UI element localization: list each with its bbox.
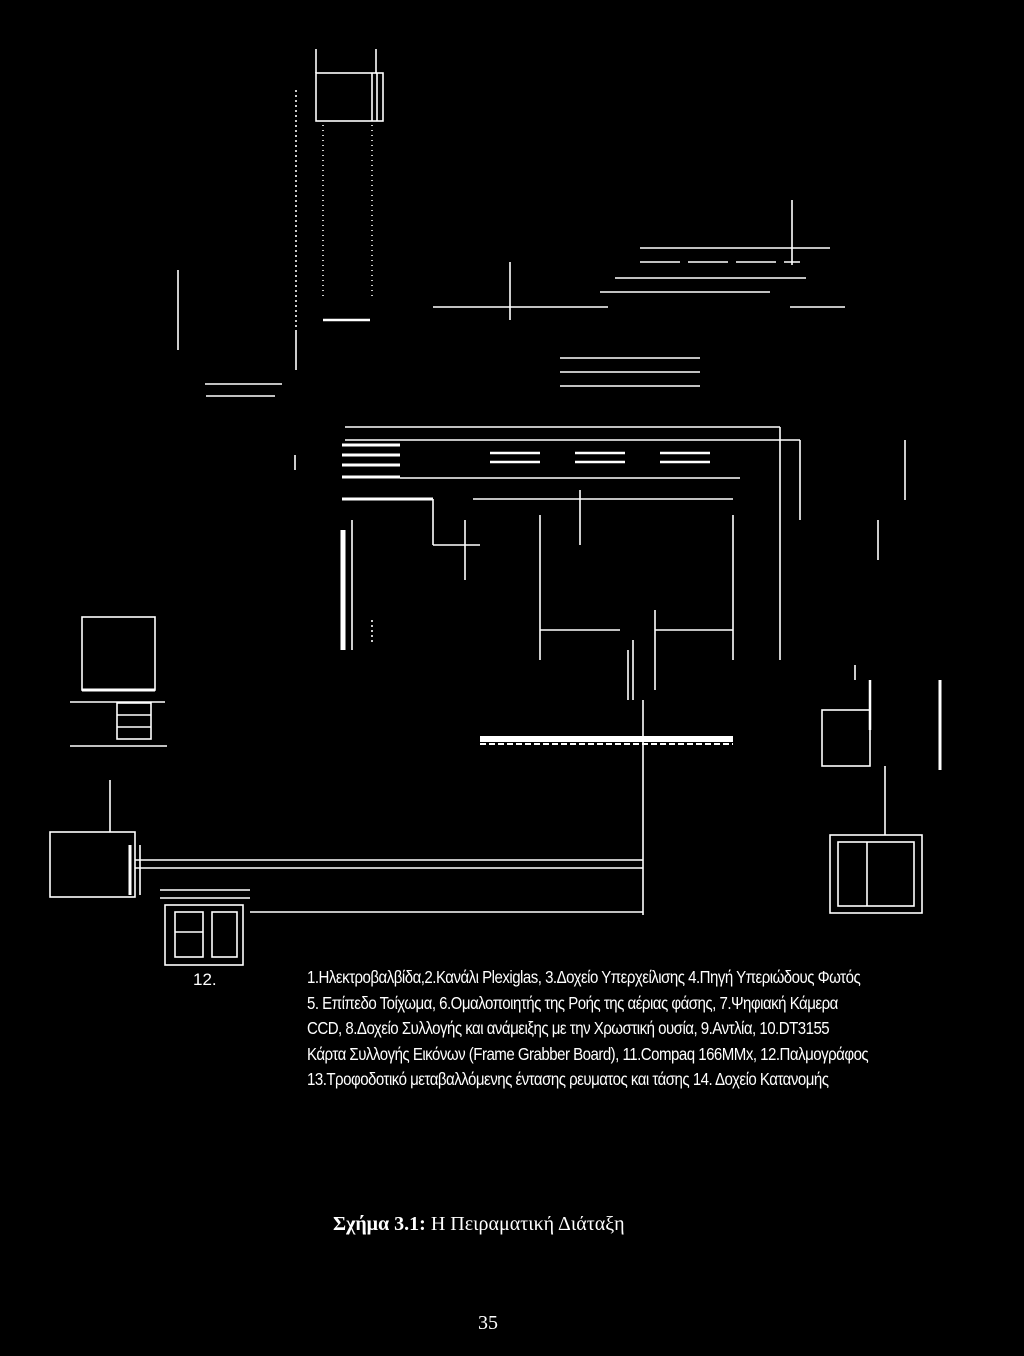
legend-line: CCD, 8.Δοχείο Συλλογής και ανάμειξης με … <box>307 1018 830 1038</box>
legend-line: Κάρτα Συλλογής Εικόνων (Frame Grabber Bo… <box>307 1043 869 1064</box>
flat-wall <box>340 490 581 650</box>
caption-text: Η Πειραματική Διάταξη <box>425 1213 625 1235</box>
experimental-setup-diagram <box>49 49 942 966</box>
pump <box>821 520 942 835</box>
caption-prefix: Σχήμα 3.1: <box>333 1213 426 1235</box>
legend-line: 13.Τροφοδοτικό μεταβαλλόμενης έντασης ρε… <box>307 1069 829 1089</box>
figure-item-number: 12. <box>193 970 217 989</box>
collection-tank <box>480 515 734 915</box>
distribution-tank <box>829 834 923 914</box>
gas-flow-manifold <box>433 200 845 387</box>
overflow-tank-outline <box>177 270 282 397</box>
figure-legend: 1.Ηλεκτροβαλβίδα,2.Κανάλι Plexiglas, 3.Δ… <box>307 965 869 1093</box>
figure-caption: Σχήμα 3.1: Η Πειραματική Διάταξη <box>333 1213 625 1236</box>
solenoid-valve <box>295 49 384 370</box>
plexiglas-channel <box>294 426 906 660</box>
power-supply <box>160 889 643 966</box>
legend-line: 5. Επίπεδο Τοίχωμα, 6.Ομαλοποιητής της Ρ… <box>307 992 838 1013</box>
legend-line: 1.Ηλεκτροβαλβίδα,2.Κανάλι Plexiglas, 3.Δ… <box>307 967 861 987</box>
oscilloscope <box>49 780 643 898</box>
page-number: 35 <box>478 1312 498 1334</box>
computer-monitor <box>70 616 167 747</box>
